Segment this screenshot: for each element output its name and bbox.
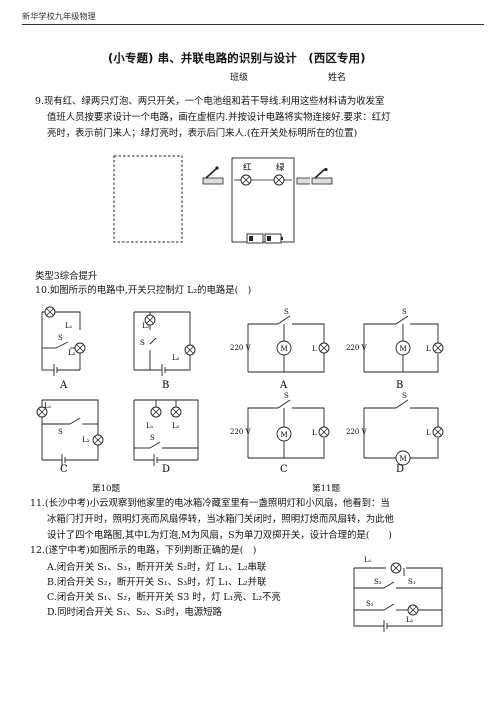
q11-b-letter: B bbox=[396, 380, 403, 391]
q10-a-l1: L₁ bbox=[65, 322, 73, 330]
q12-circuit bbox=[353, 567, 443, 632]
q11-line-1: 11.(长沙中考)小云观察到他家里的电冰箱冷藏室里有一盏照明灯和小风扇，他看到：… bbox=[30, 498, 390, 509]
q10-d-l2: L₂ bbox=[172, 422, 180, 430]
q10-a-s: S bbox=[58, 334, 63, 342]
q12-l1: L₁ bbox=[364, 556, 372, 564]
q12-s2: S₂ bbox=[374, 578, 382, 586]
q10-a-letter: A bbox=[59, 380, 68, 391]
q11-b-l: L bbox=[426, 345, 431, 353]
q12-option-c: C.闭合开关 S₁、S₂，断开开关 S3 时，灯 L₁亮、L₂不亮 bbox=[47, 592, 281, 603]
q11-a-m: M bbox=[281, 345, 288, 353]
q12-option-a: A.闭合开关 S₁、S₃，断开开关 S₂时，灯 L₁、L₂串联 bbox=[47, 562, 267, 573]
q12-l2: L₂ bbox=[406, 616, 414, 624]
q11-d-l: L bbox=[426, 429, 431, 437]
q10-circuit-c bbox=[41, 399, 99, 466]
q11-line-2: 冰箱门打开时，照明灯亮而风扇停转，当冰箱门关闭时，照明灯熄而风扇转，为此他 bbox=[47, 514, 394, 525]
q11-figure: S 220 V M L A S 220 V M L B S 220 V M L … bbox=[230, 308, 444, 475]
q9-line-3: 亮时，表示前门来人；绿灯亮时，表示后门来人.(在开关处标明所在的位置) bbox=[47, 128, 358, 139]
header-rule bbox=[22, 24, 484, 25]
q9-back-switch-icon bbox=[311, 168, 333, 185]
q9-red-label: 红 bbox=[243, 162, 252, 173]
q11-caption: 第11题 bbox=[312, 484, 341, 494]
section-title: 类型3综合提升 bbox=[35, 271, 98, 282]
class-label: 班级 bbox=[230, 73, 249, 83]
q10-c-letter: C bbox=[60, 464, 68, 475]
q12-figure: L₁ S₁ S₂ S₃ L₂ bbox=[353, 556, 443, 632]
q11-b-s: S bbox=[402, 308, 407, 316]
q9-green-label: 绿 bbox=[276, 162, 285, 173]
page-title: (小专题) 串、并联电路的识别与设计 (西区专用) bbox=[108, 51, 366, 65]
q9-back-switch bbox=[296, 177, 310, 185]
q11-c-v: 220 V bbox=[230, 428, 252, 436]
q9-figure: 红 绿 bbox=[113, 155, 310, 243]
q10-caption: 第10题 bbox=[92, 484, 121, 494]
q11-d-s: S bbox=[402, 392, 407, 400]
q11-c-l: L bbox=[312, 429, 317, 437]
q11-d-m: M bbox=[400, 455, 407, 463]
q12-s3: S₃ bbox=[366, 600, 374, 608]
q10-b-s: S bbox=[140, 339, 145, 347]
q10-b-l1: L₁ bbox=[142, 322, 150, 330]
q9-line-2: 值班人员按要求设计一个电路，画在虚框内.并按设计电路将实物连接好.要求：红灯 bbox=[47, 112, 391, 123]
q9-green-lamp bbox=[273, 174, 285, 186]
q10-d-l1: L₁ bbox=[146, 422, 154, 430]
q9-red-lamp bbox=[240, 174, 252, 186]
q12-s1: S₁ bbox=[408, 578, 416, 586]
q10-text: 10.如图所示的电路中,开关只控制灯 L₂的电路是( ) bbox=[35, 285, 252, 296]
q10-c-s: S bbox=[58, 428, 63, 436]
q9-front-switch bbox=[202, 166, 224, 185]
q11-circuit-c bbox=[247, 399, 325, 459]
q11-a-s: S bbox=[284, 308, 289, 316]
q10-d-letter: D bbox=[162, 464, 170, 475]
q10-circuit-a bbox=[41, 311, 81, 376]
q11-a-letter: A bbox=[279, 380, 288, 391]
q10-d-s: S bbox=[150, 434, 155, 442]
q9-dashed-box bbox=[113, 155, 183, 243]
q9-line-1: 9.现有红、绿两只灯泡、两只开关，一个电池组和若干导线.利用这些材料请为收发室 bbox=[35, 96, 385, 107]
q11-a-v: 220 V bbox=[230, 344, 252, 352]
q11-d-v: 220 V bbox=[346, 428, 368, 436]
q11-a-l: L bbox=[312, 345, 317, 353]
q11-d-letter: D bbox=[396, 464, 404, 475]
name-label: 姓名 bbox=[328, 73, 347, 83]
q11-c-s: S bbox=[284, 392, 289, 400]
q11-circuit-d bbox=[363, 399, 439, 459]
q11-c-letter: C bbox=[280, 464, 288, 475]
q10-b-letter: B bbox=[162, 380, 169, 391]
q10-figure: L₁ S L₂ A L₁ S L₂ B L₁ S L₂ C bbox=[36, 306, 199, 475]
q10-a-l2: L₂ bbox=[68, 349, 76, 357]
header-school: 新华学校九年级物理 bbox=[22, 11, 96, 21]
q11-b-v: 220 V bbox=[346, 344, 368, 352]
q12-option-b: B.闭合开关 S₂，断开开关 S₁、S₃时，灯 L₁、L₂并联 bbox=[47, 577, 267, 588]
q9-battery-icon bbox=[246, 233, 283, 244]
q11-c-m: M bbox=[281, 431, 288, 439]
q11-line-3: 设计了四个电路图,其中L为灯泡,M为风扇，S为单刀双掷开关，设计合理的是( ) bbox=[47, 530, 392, 541]
q11-b-m: M bbox=[400, 345, 407, 353]
q10-circuit-d bbox=[133, 399, 199, 466]
q12-option-d: D.同时闭合开关 S₁、S₂、S₃时，电源短路 bbox=[47, 607, 222, 618]
q9-board bbox=[231, 157, 295, 243]
q10-c-l1: L₁ bbox=[44, 402, 52, 410]
q12-text: 12.(遂宁中考)如图所示的电路，下列判断正确的是( ) bbox=[30, 545, 257, 556]
q10-b-l2: L₂ bbox=[172, 354, 180, 362]
q10-c-l2: L₂ bbox=[82, 436, 90, 444]
